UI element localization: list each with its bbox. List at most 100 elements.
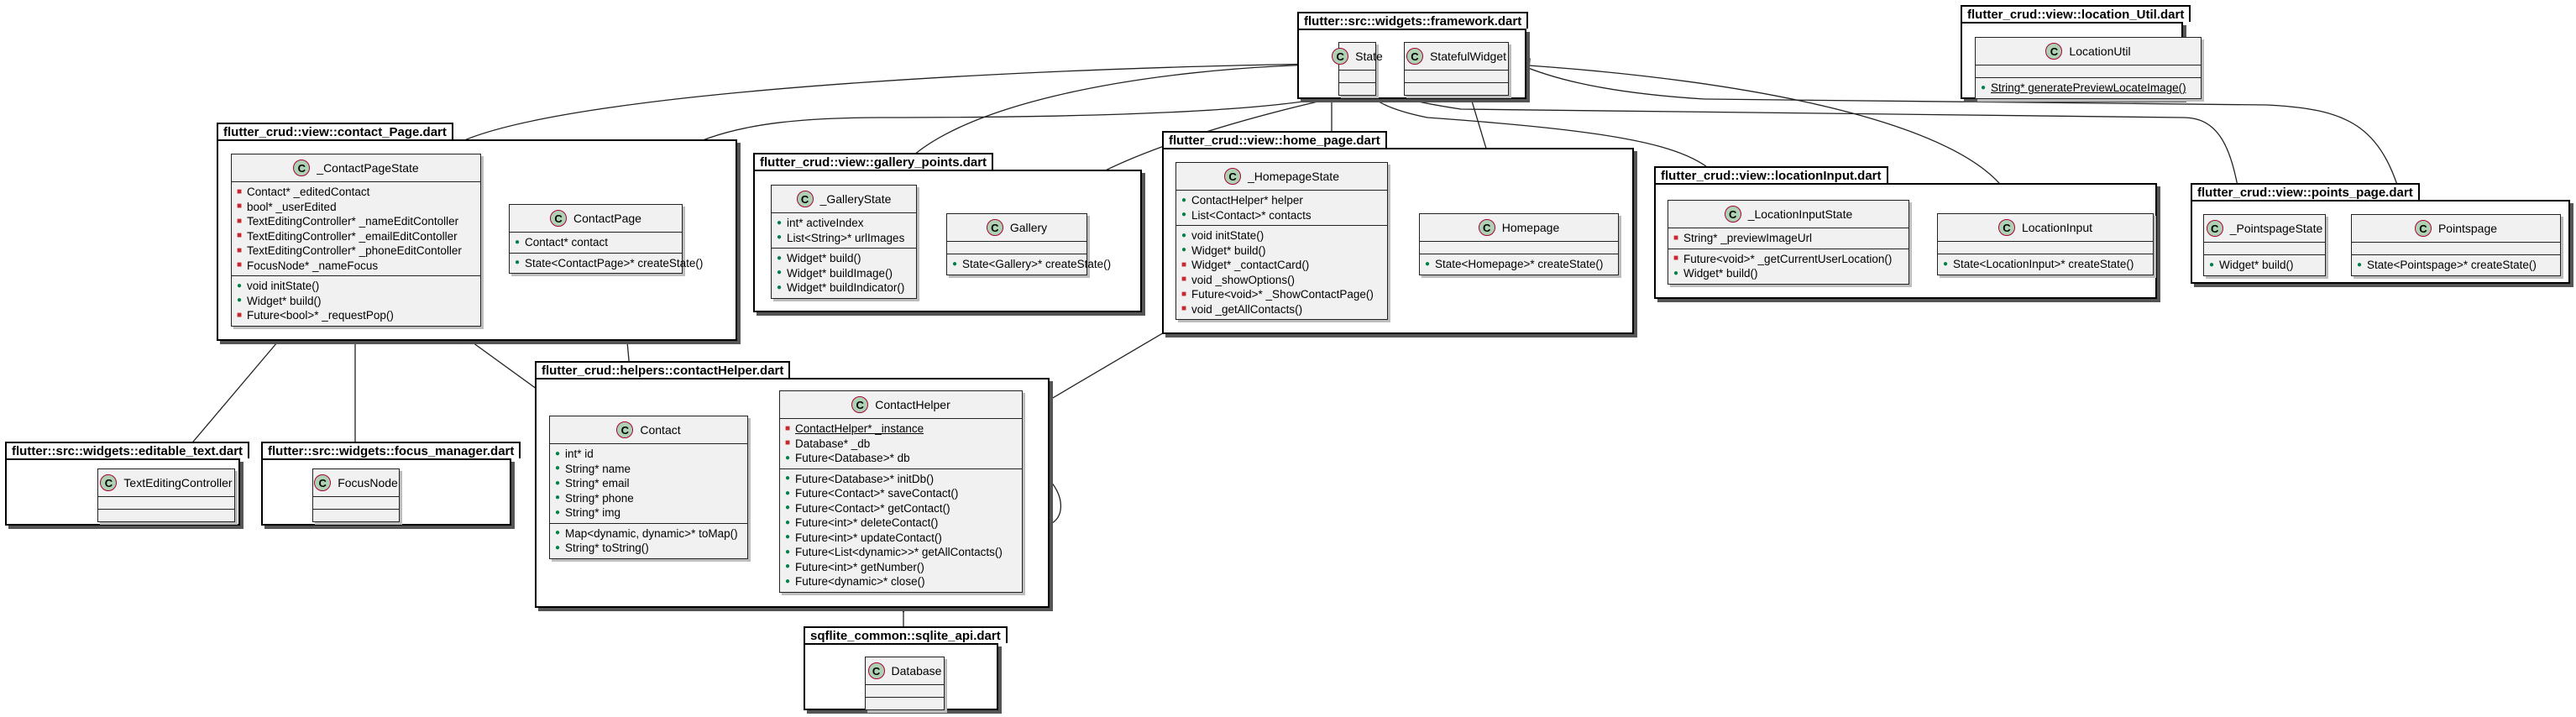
private-icon: ■ [237,186,243,196]
class-badge-icon: C [616,421,634,438]
field-row: ■ContactHelper* _instance [785,422,924,436]
private-icon: ■ [237,216,243,226]
class-badge-icon: C [2414,220,2432,237]
package-location-input-label: flutter_crud::view::locationInput.dart [1654,166,1888,183]
field-row: ●String* phone [555,491,634,505]
method-row: ●Future<int>* updateContact() [785,531,942,544]
class-name: TextEditingController [123,476,233,489]
public-icon: ● [777,217,783,228]
class-gallery-state[interactable]: C_GalleryState ●int* activeIndex ●List<S… [771,185,917,299]
method-row: ●State<LocationInput>* createState() [1943,258,2134,271]
public-icon: ● [785,532,791,542]
package-contact-helper-label: flutter_crud::helpers::contactHelper.dar… [535,361,791,378]
field-row: ●int* activeIndex [777,217,864,230]
class-name: ContactHelper [875,398,950,411]
method-row: ●Widget* build() [1181,243,1266,257]
class-name: Pointspage [2437,222,2498,235]
class-pointspage-state[interactable]: C_PointspageState ●Widget* build() [2203,214,2326,276]
package-points-page-label: flutter_crud::view::points_page.dart [2191,183,2420,200]
method-row: ●Future<Contact>* getContact() [785,501,950,515]
method-row: ●void initState() [1181,229,1264,243]
method-row: ●Future<Database>* initDb() [785,472,935,485]
class-name: Homepage [1501,221,1560,234]
public-icon: ● [555,542,561,552]
field-row: ■FocusNode* _nameFocus [237,259,379,272]
public-icon: ● [785,488,791,498]
method-row: ●Future<dynamic>* close() [785,575,925,589]
class-badge-icon: C [867,662,885,679]
public-icon: ● [555,493,561,503]
method-row: ●Widget* build() [237,294,322,307]
class-contact-helper[interactable]: C ContactHelper ■ContactHelper* _instance… [779,390,1023,593]
class-badge-icon: C [986,219,1003,236]
method-row: ●Future<int>* getNumber() [785,560,924,573]
class-badge-icon: C [851,396,869,413]
package-editable-text-label: flutter::src::widgets::editable_text.dar… [5,442,250,458]
class-badge-icon: C [796,191,814,207]
public-icon: ● [237,280,243,290]
class-contact-page-state[interactable]: C_ContactPageState ■Contact* _editedCont… [231,154,481,327]
field-row: ●List<Contact>* contacts [1181,208,1312,222]
method-row: ●State<Homepage>* createState() [1425,258,1604,271]
public-icon: ● [777,268,783,278]
private-icon: ■ [1673,254,1679,264]
class-name: _PointspageState [2229,222,2323,235]
method-row: ■void _getAllContacts() [1181,302,1303,316]
class-name: Contact [640,423,681,437]
class-focus-node[interactable]: C FocusNode [312,468,400,522]
method-row: ●Future<List<dynamic>>* getAllContacts() [785,546,1003,559]
field-row: ●int* id [555,447,594,461]
package-contact-page-label: flutter_crud::view::contact_Page.dart [217,123,453,139]
public-icon: ● [1425,259,1431,269]
class-badge-icon: C [1224,168,1242,185]
public-icon: ● [1943,259,1949,269]
field-row: ●Contact* contact [515,236,609,249]
public-icon: ● [1181,195,1187,205]
class-badge-icon: C [314,474,332,491]
package-focus-manager-label: flutter::src::widgets::focus_manager.dar… [261,442,521,458]
public-icon: ● [952,259,958,269]
class-contact[interactable]: C Contact ●int* id ●String* name ●String*… [549,416,748,559]
public-icon: ● [2209,259,2215,270]
public-icon: ● [555,463,561,474]
class-badge-icon: C [1332,48,1349,65]
public-icon: ● [785,562,791,572]
class-database[interactable]: C Database [865,657,945,710]
field-row: ●Future<Database>* db [785,452,910,465]
public-icon: ● [785,474,791,484]
private-icon: ■ [237,245,243,255]
public-icon: ● [777,282,783,292]
class-name: _LocationInputState [1747,207,1853,221]
class-homepage-state[interactable]: C_HomepageState ●ContactHelper* helper ●… [1175,162,1388,320]
public-icon: ● [785,453,791,463]
class-name: FocusNode [338,476,398,489]
class-name: _HomepageState [1248,170,1339,183]
method-row: ●Map<dynamic, dynamic>* toMap() [555,526,738,540]
class-name: Database [891,664,942,678]
public-icon: ● [777,233,783,243]
public-icon: ● [1181,210,1187,220]
private-icon: ■ [1181,259,1187,270]
public-icon: ● [785,547,791,557]
class-name: ContactPage [573,212,641,225]
edge-contact-page-state-to-state [440,63,1358,154]
public-icon: ● [555,528,561,538]
class-location-input-state[interactable]: C_LocationInputState ■String* _previewIm… [1668,200,1909,285]
public-icon: ● [555,507,561,517]
private-icon: ■ [237,231,243,241]
field-row: ■TextEditingController* _nameEditContoll… [237,215,459,228]
method-row: ●String* toString() [555,542,649,555]
class-badge-icon: C [293,160,311,176]
field-row: ●String* name [555,462,631,475]
private-icon: ■ [237,310,243,320]
